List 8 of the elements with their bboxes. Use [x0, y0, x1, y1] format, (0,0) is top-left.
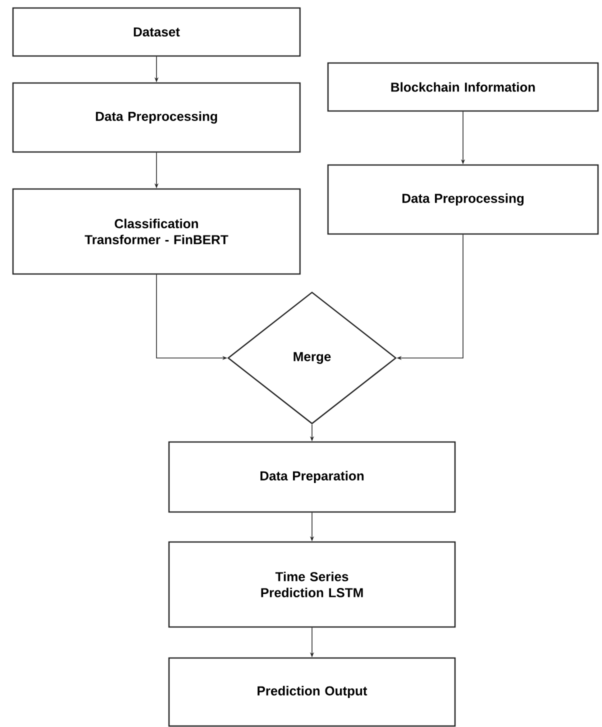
process-box: Classification Transformer - FinBERT [12, 188, 301, 275]
process-box: Time Series Prediction LSTM [168, 541, 456, 628]
process-box: Prediction Output [168, 657, 456, 727]
process-box: Data Preprocessing [327, 164, 599, 235]
process-box: Blockchain Information [327, 62, 599, 112]
process-box: Dataset [12, 7, 301, 57]
process-box: Data Preprocessing [12, 82, 301, 153]
process-box: Data Preparation [168, 441, 456, 513]
